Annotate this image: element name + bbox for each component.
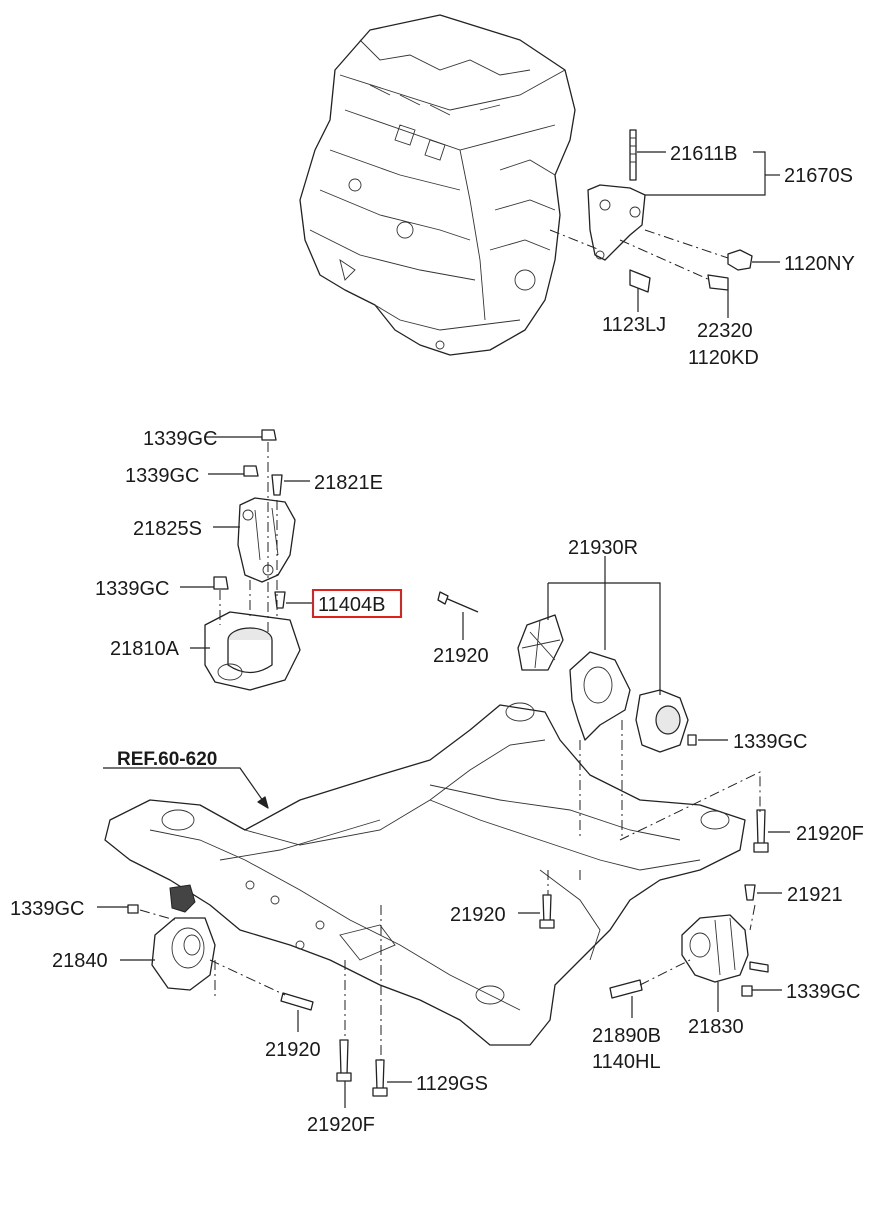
label-1339GC-second[interactable]: 1339GC: [125, 465, 200, 487]
label-22320[interactable]: 22320: [697, 320, 753, 342]
label-1339GC-right[interactable]: 1339GC: [786, 981, 861, 1003]
label-21611B[interactable]: 21611B: [670, 143, 737, 165]
label-11404B[interactable]: 11404B: [318, 594, 385, 616]
label-21920F-bottom[interactable]: 21920F: [307, 1114, 375, 1136]
label-21920F-right[interactable]: 21920F: [796, 823, 864, 845]
label-1339GC-left[interactable]: 1339GC: [10, 898, 85, 920]
mount-21830-drawing: [609, 884, 769, 999]
label-21920-upper[interactable]: 21920: [433, 645, 489, 667]
label-1140HL[interactable]: 1140HL: [592, 1051, 661, 1073]
label-21840[interactable]: 21840: [52, 950, 108, 972]
label-21670S[interactable]: 21670S: [784, 165, 853, 187]
label-1339GC-top[interactable]: 1339GC: [143, 428, 218, 450]
label-1339GC-third[interactable]: 1339GC: [95, 578, 170, 600]
bracket-21670S-drawing: [587, 129, 753, 293]
label-1123LJ[interactable]: 1123LJ: [602, 314, 666, 336]
mount-21810A-drawing: [204, 429, 301, 691]
leader-lines: [97, 151, 790, 1108]
mount-21930R-drawing: [437, 591, 697, 753]
label-21920-center[interactable]: 21920: [450, 904, 506, 926]
label-21830[interactable]: 21830: [688, 1016, 744, 1038]
label-1120NY[interactable]: 1120NY: [784, 253, 855, 275]
ref-label-60-620[interactable]: REF.60-620: [117, 749, 217, 770]
mount-21840-drawing: [127, 884, 216, 991]
label-21825S[interactable]: 21825S: [133, 518, 202, 540]
label-1129GS[interactable]: 1129GS: [416, 1073, 488, 1095]
label-21921[interactable]: 21921: [787, 884, 843, 906]
label-21920-lower[interactable]: 21920: [265, 1039, 321, 1061]
engine-block-drawing: [299, 14, 576, 356]
label-21810A[interactable]: 21810A: [110, 638, 180, 660]
part-labels: 21611B 21670S 1120NY 1123LJ 22320 1120KD…: [10, 143, 864, 1136]
label-21890B[interactable]: 21890B: [592, 1025, 661, 1047]
label-21821E[interactable]: 21821E: [314, 472, 383, 494]
label-1120KD[interactable]: 1120KD: [688, 347, 759, 369]
label-21930R[interactable]: 21930R: [568, 537, 638, 559]
highlight-box-11404B: [312, 589, 402, 618]
label-1339GC-rear-mount[interactable]: 1339GC: [733, 731, 808, 753]
subframe-drawing: [104, 702, 746, 1046]
